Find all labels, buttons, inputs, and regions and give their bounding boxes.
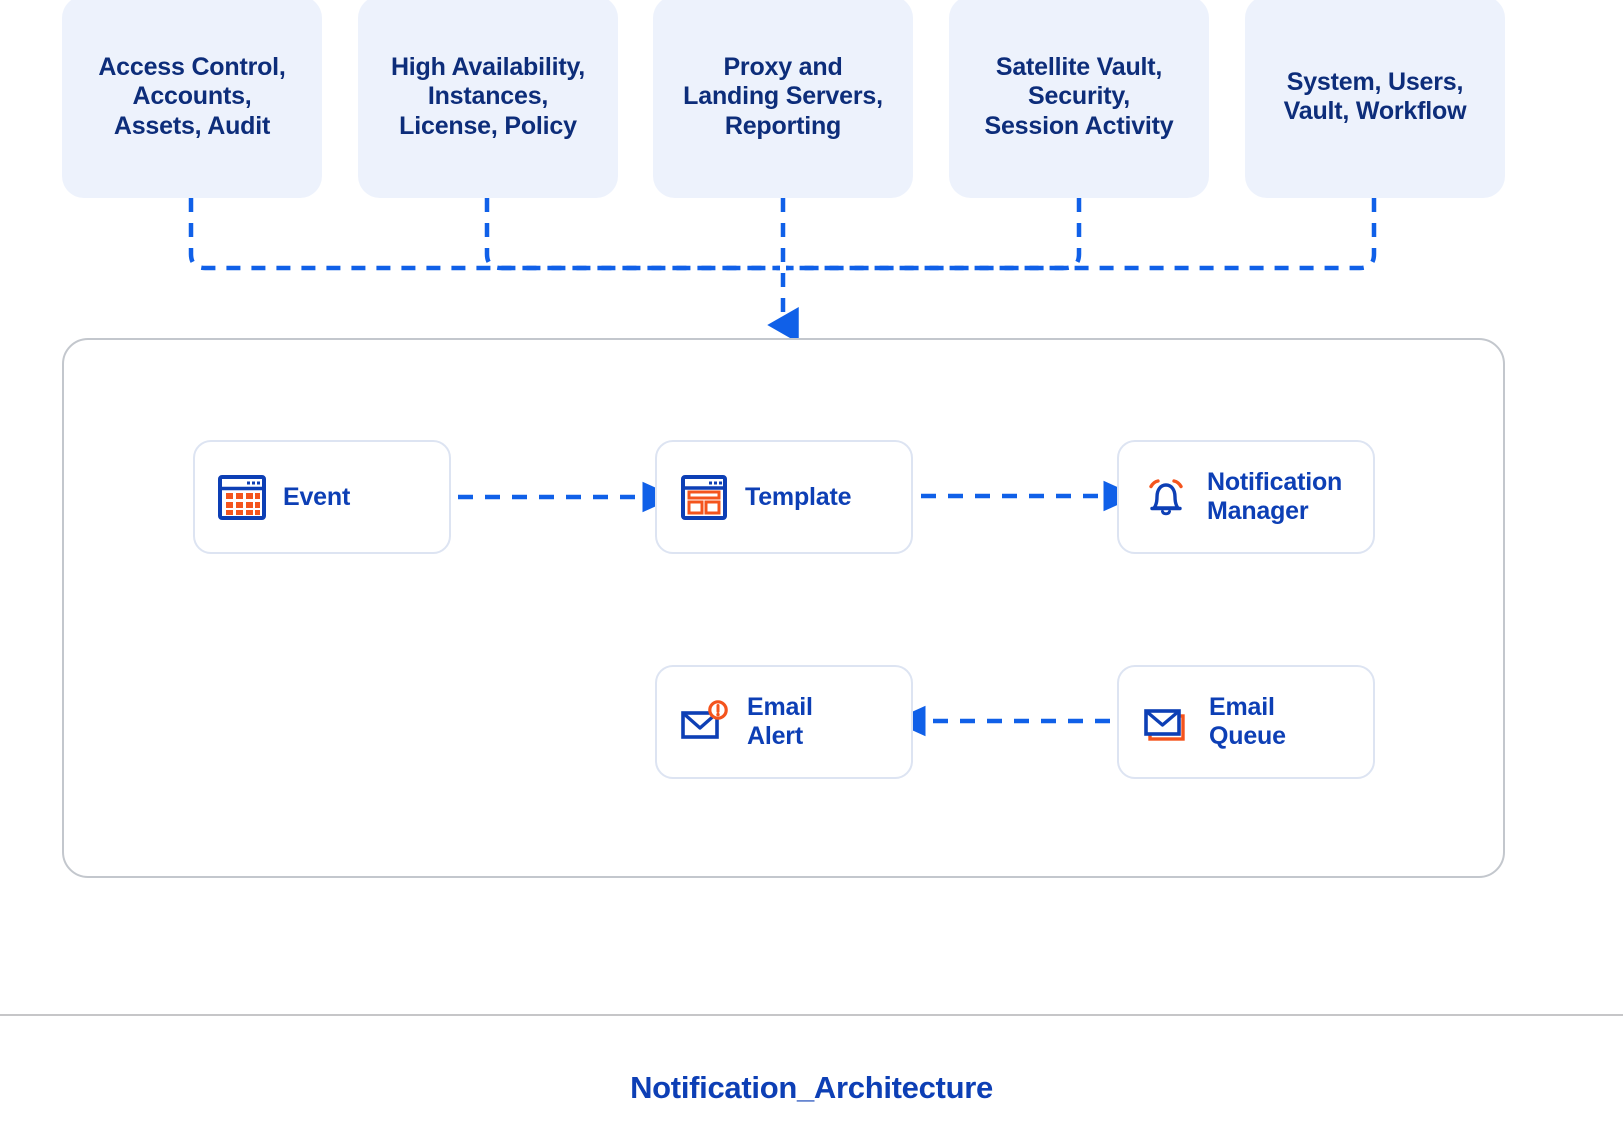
connector-box5 xyxy=(786,198,1377,271)
node-template[interactable]: Template xyxy=(655,440,913,554)
node-email-queue[interactable]: Email Queue xyxy=(1117,665,1375,779)
envelope-stack-icon xyxy=(1141,697,1193,747)
notification-architecture-panel xyxy=(62,338,1505,878)
node-email-alert[interactable]: Email Alert xyxy=(655,665,913,779)
source-box-satellite-vault[interactable]: Satellite Vault, Security, Session Activ… xyxy=(949,0,1209,198)
source-box-proxy-landing-servers[interactable]: Proxy and Landing Servers, Reporting xyxy=(653,0,913,198)
source-box-system-users-vault[interactable]: System, Users, Vault, Workflow xyxy=(1245,0,1505,198)
bell-icon xyxy=(1141,472,1191,522)
node-email-alert-label: Email Alert xyxy=(747,693,813,750)
footer-divider xyxy=(0,1014,1623,1016)
figure-title: Notification_Architecture xyxy=(630,1070,993,1105)
calendar-grid-icon xyxy=(217,472,267,522)
node-notification-manager-label: Notification Manager xyxy=(1207,468,1343,525)
node-event-label: Event xyxy=(283,482,351,511)
source-box-access-control[interactable]: Access Control, Accounts, Assets, Audit xyxy=(62,0,322,198)
node-template-label: Template xyxy=(745,482,852,511)
template-window-icon xyxy=(679,472,729,522)
connector-box4 xyxy=(786,198,1082,271)
envelope-alert-icon xyxy=(679,697,731,747)
node-notification-manager[interactable]: Notification Manager xyxy=(1117,440,1375,554)
source-box-high-availability[interactable]: High Availability, Instances, License, P… xyxy=(358,0,618,198)
connector-box2 xyxy=(484,198,780,271)
connector-box1 xyxy=(188,198,780,271)
node-event[interactable]: Event xyxy=(193,440,451,554)
node-email-queue-label: Email Queue xyxy=(1209,693,1286,750)
